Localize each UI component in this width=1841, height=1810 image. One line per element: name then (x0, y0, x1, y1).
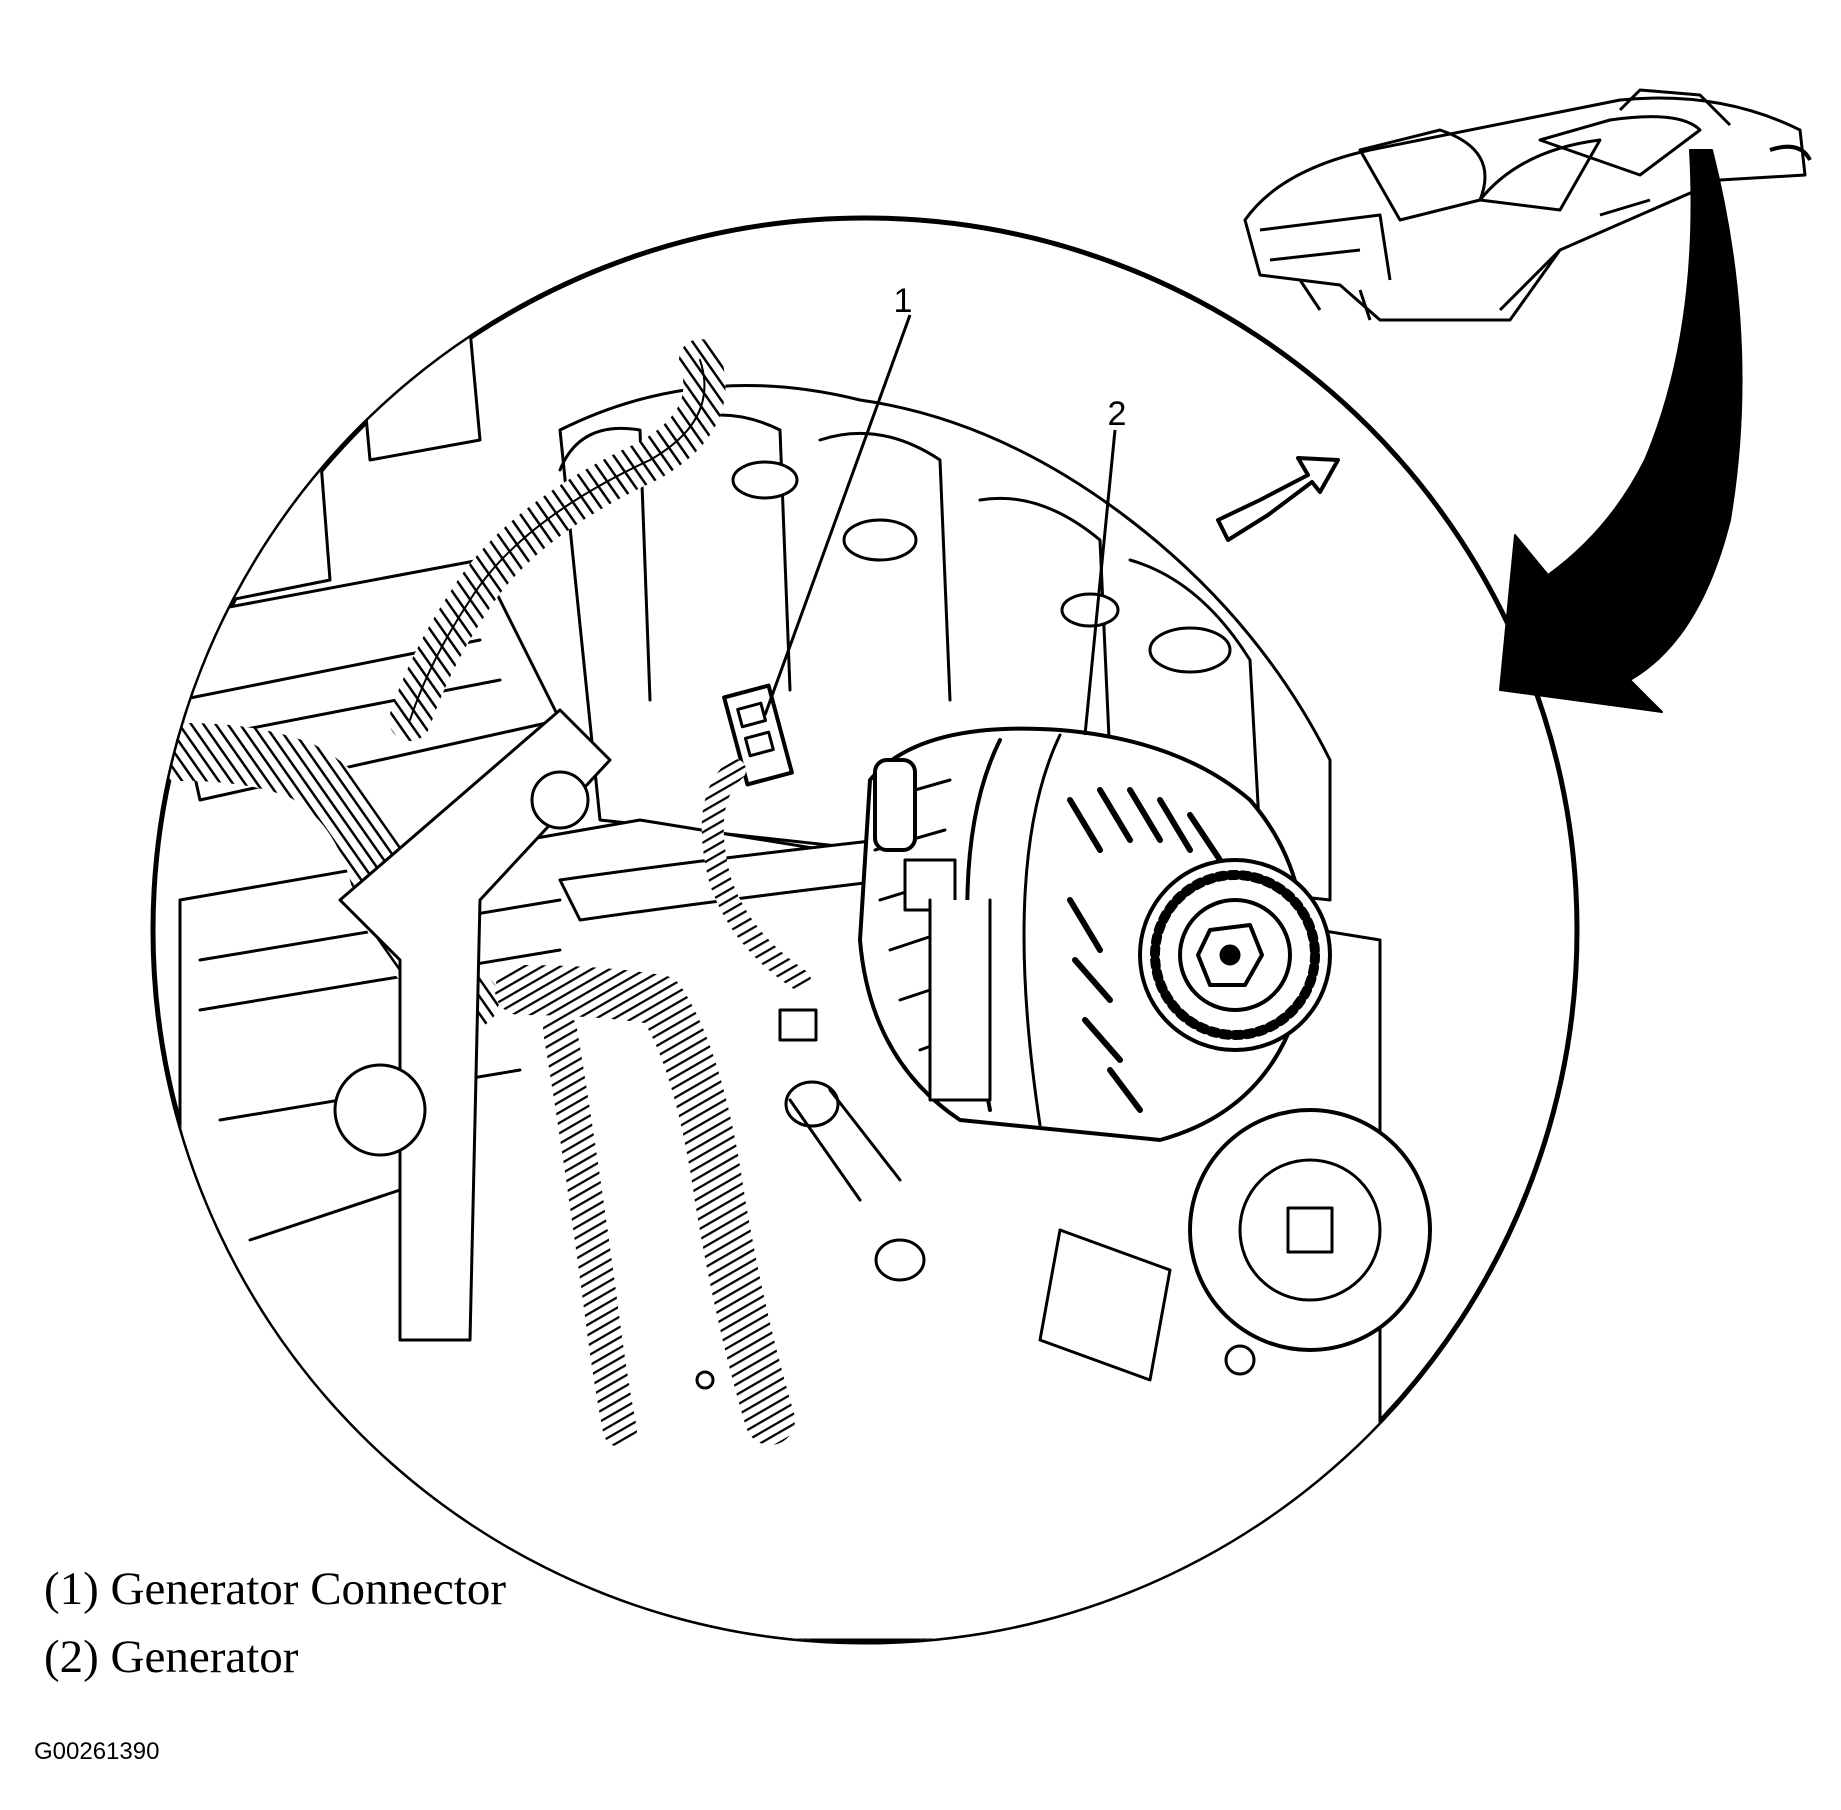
block-line (248, 1188, 402, 1242)
bracket-hole (333, 1063, 427, 1157)
legend-item: (2) Generator (44, 1631, 299, 1683)
manifold-plug (1060, 592, 1120, 628)
forward-direction-arrow-icon (1216, 456, 1340, 542)
idler-bolt (1286, 1206, 1334, 1254)
ignition-coil (358, 328, 482, 462)
callout-2-number: 2 (1108, 395, 1127, 433)
spark-plug-wire (241, 406, 295, 468)
block-line (198, 948, 562, 1012)
mounting-bracket (338, 708, 612, 1342)
belt-tensioner (1038, 1228, 1172, 1382)
manifold-plug (842, 518, 918, 562)
connector-wire (701, 759, 811, 991)
terminal-cable (928, 898, 992, 1102)
fastener (778, 1008, 818, 1042)
fastener (695, 1370, 715, 1390)
manifold-runner (818, 431, 952, 702)
fastener (1224, 1344, 1256, 1376)
bracket-hole (530, 770, 590, 830)
wiring-harness-upper-outline (409, 359, 706, 721)
callout-2-leader (1083, 429, 1117, 736)
figure-id: G00261390 (34, 1738, 160, 1765)
ignition-coil (218, 448, 332, 602)
callout-1-leader (763, 314, 912, 716)
wiring-harness-lower (543, 1013, 637, 1447)
vehicle-locator-icon (1243, 88, 1812, 322)
legend: (1) Generator Connector (2) Generator (44, 1555, 506, 1691)
legend-item: (1) Generator Connector (44, 1563, 506, 1615)
manifold-runner (1128, 558, 1262, 842)
connector-pin (743, 730, 775, 758)
zoom-orientation-arrow-icon (1499, 149, 1743, 713)
wiring-harness-center (495, 965, 795, 1445)
generator (858, 726, 1332, 1142)
manifold-plug (1148, 626, 1232, 674)
callout-1-number: 1 (894, 282, 913, 320)
manifold-plug (731, 460, 799, 500)
coolant-hose (788, 1088, 902, 1202)
manifold-runner (978, 496, 1112, 762)
manifold-runner (558, 426, 652, 702)
hose-fitting (874, 1238, 926, 1282)
connector-pin (736, 701, 768, 729)
